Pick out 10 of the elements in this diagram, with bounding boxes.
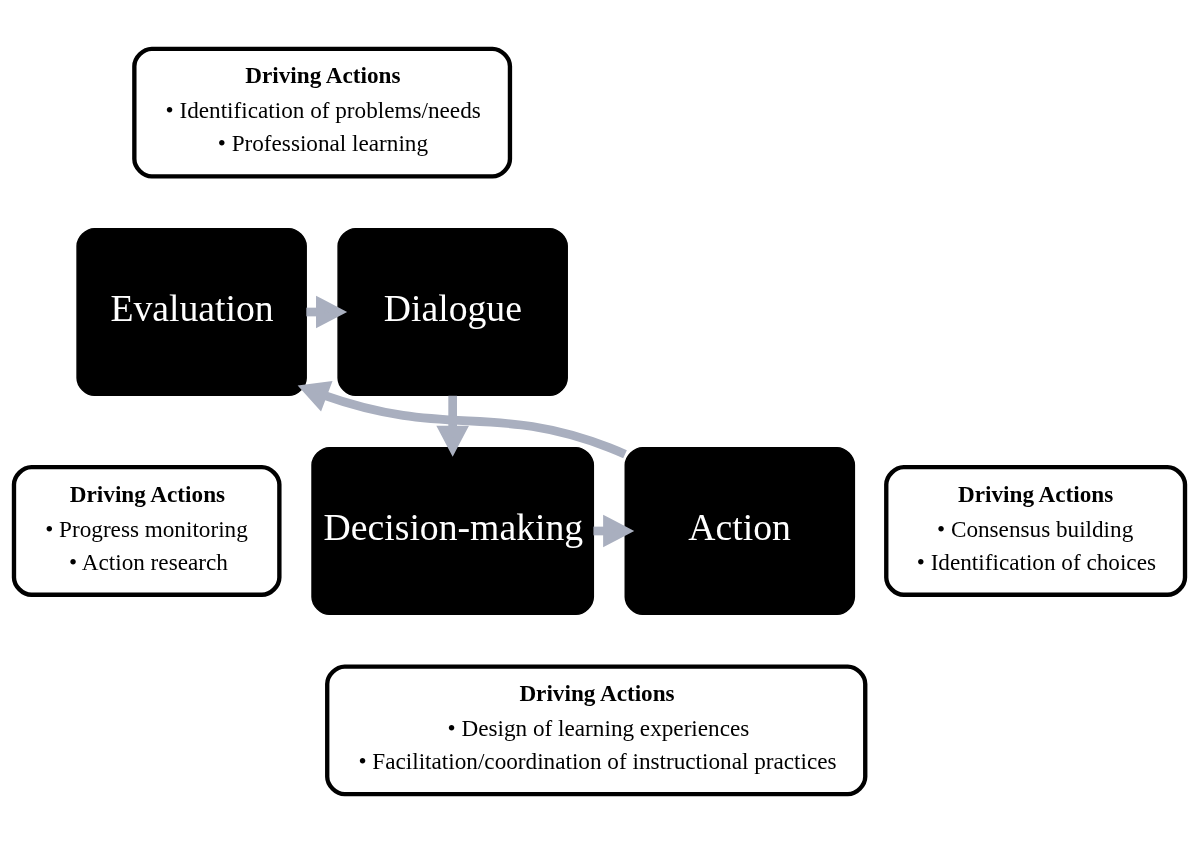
node-box: Dialogue	[337, 227, 568, 396]
node-box: Action	[624, 446, 856, 615]
node-box: Evaluation	[76, 227, 307, 396]
node-box: Decision-making	[311, 446, 595, 615]
node-box: Driving Actions • Progress monitoring • Action research	[11, 464, 282, 597]
node-box: Driving Actions • Identification of problems/needs • Professional learning	[132, 46, 513, 179]
arrow	[436, 395, 469, 457]
node-box: Driving Actions • Design of learning experiences • Facilitation/coordination of instructional practices	[325, 663, 868, 796]
arrow	[297, 380, 627, 458]
node-box: Driving Actions • Consensus building • Identification of choices	[884, 464, 1188, 597]
